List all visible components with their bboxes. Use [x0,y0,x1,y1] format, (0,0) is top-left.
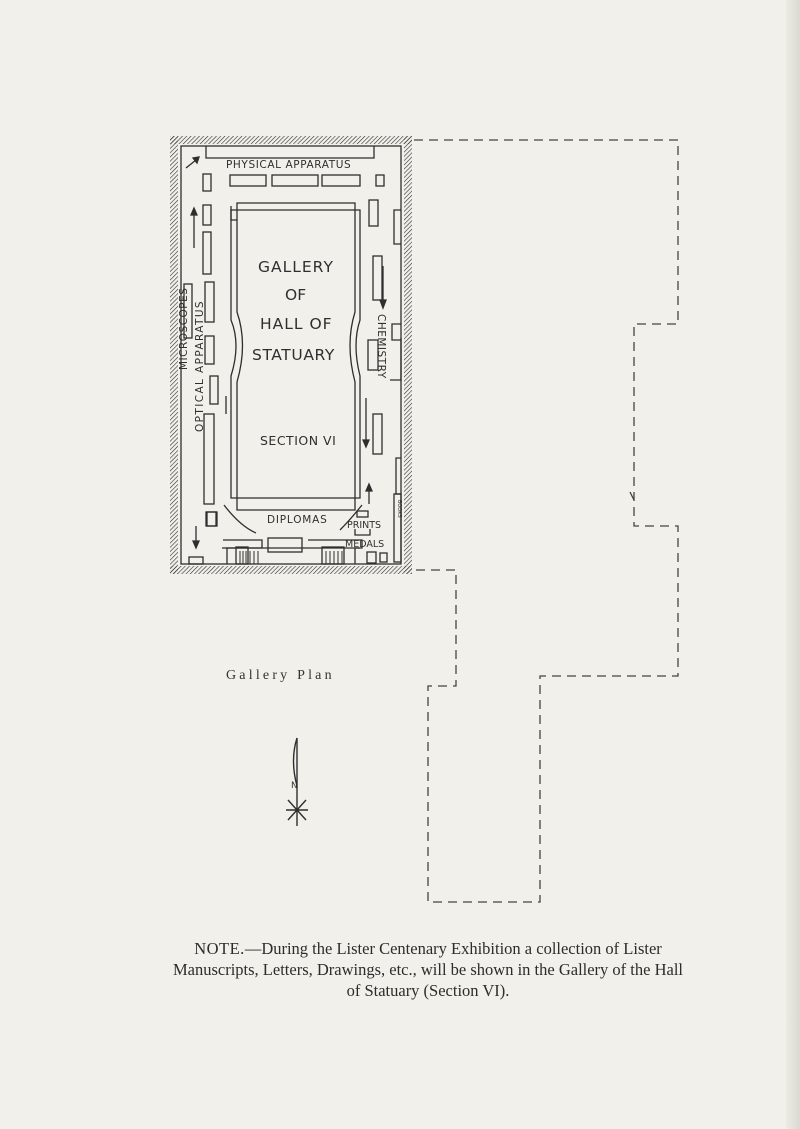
section-label: SECTION VI [260,433,336,448]
hall-inner-line [230,209,361,499]
of-label: OF [285,286,306,304]
right-case-4 [372,413,383,455]
top-case-4 [375,174,385,187]
east-wall [404,136,412,574]
dashed-outline-upper [414,139,679,903]
bottom-case-mid [267,537,303,553]
left-case-7 [203,413,215,505]
right-wall-case-2 [391,323,401,341]
prints-bracket [354,529,371,536]
right-wall-case-3 [390,338,402,381]
note-paragraph: NOTE.—During the Lister Centenary Exhibi… [172,939,683,1000]
outer-walls [170,136,412,574]
top-case-1 [229,174,267,187]
dashed-notch [629,491,635,501]
north-label: N [291,781,298,791]
right-case-3 [367,339,379,371]
diplomas-pointer-right [339,504,363,531]
hall-left-pier-top [230,206,237,221]
diplomas-label: DIPLOMAS [267,514,328,526]
left-case-4 [204,281,215,323]
right-wall-case-1 [393,209,401,245]
prints-medals-case [393,493,402,563]
right-case-2 [372,255,383,301]
page-edge [786,0,800,1129]
hall-of-label: HALL OF [260,315,333,333]
hall-of-statuary [236,202,356,511]
gallery-plan-caption: Gallery Plan [226,668,335,683]
dashed-boundaries [414,139,679,903]
arrow-entry [185,159,197,169]
microscopes-label: MICROSCOPES [178,288,190,370]
top-case-2 [271,174,319,187]
diplomas-case [206,511,218,527]
left-case-5 [204,335,215,365]
books-label: BOOKS [396,500,402,518]
north-wall [170,136,412,144]
medals-case-1 [366,551,377,564]
bottom-railings [239,551,343,564]
note-heading: NOTE. [194,939,245,958]
top-case-3 [321,174,361,187]
south-wall [170,566,412,574]
physical-apparatus-case [205,146,375,159]
north-arrow [286,737,308,826]
top-left-case [202,173,212,192]
diplomas-pointer-left [223,504,257,534]
medals-label: MEDALS [345,539,384,550]
bottom-case-right [321,546,345,565]
left-case-2 [202,231,212,275]
entrance-right [308,539,363,564]
left-case-9 [188,556,204,565]
left-case-1 [202,204,212,226]
right-case-1 [368,199,379,227]
statuary-label: STATUARY [252,346,335,364]
left-case-3 [183,283,193,339]
flow-arrows [185,156,387,550]
bottom-case-left [235,546,249,565]
left-case-6 [209,375,219,405]
right-wall-case-4 [395,457,401,495]
medals-case-2 [379,552,388,563]
prints-label: PRINTS [347,520,381,531]
gallery-label: GALLERY [258,258,334,276]
note-text: During the Lister Centenary Exhibition a… [172,939,683,1000]
west-wall [170,136,178,574]
prints-case [356,510,369,518]
physical-apparatus-label: PHYSICAL APPARATUS [226,159,351,171]
optical-apparatus-label: OPTICAL APPARATUS [194,300,206,432]
chemistry-label: CHEMISTRY [375,314,387,379]
